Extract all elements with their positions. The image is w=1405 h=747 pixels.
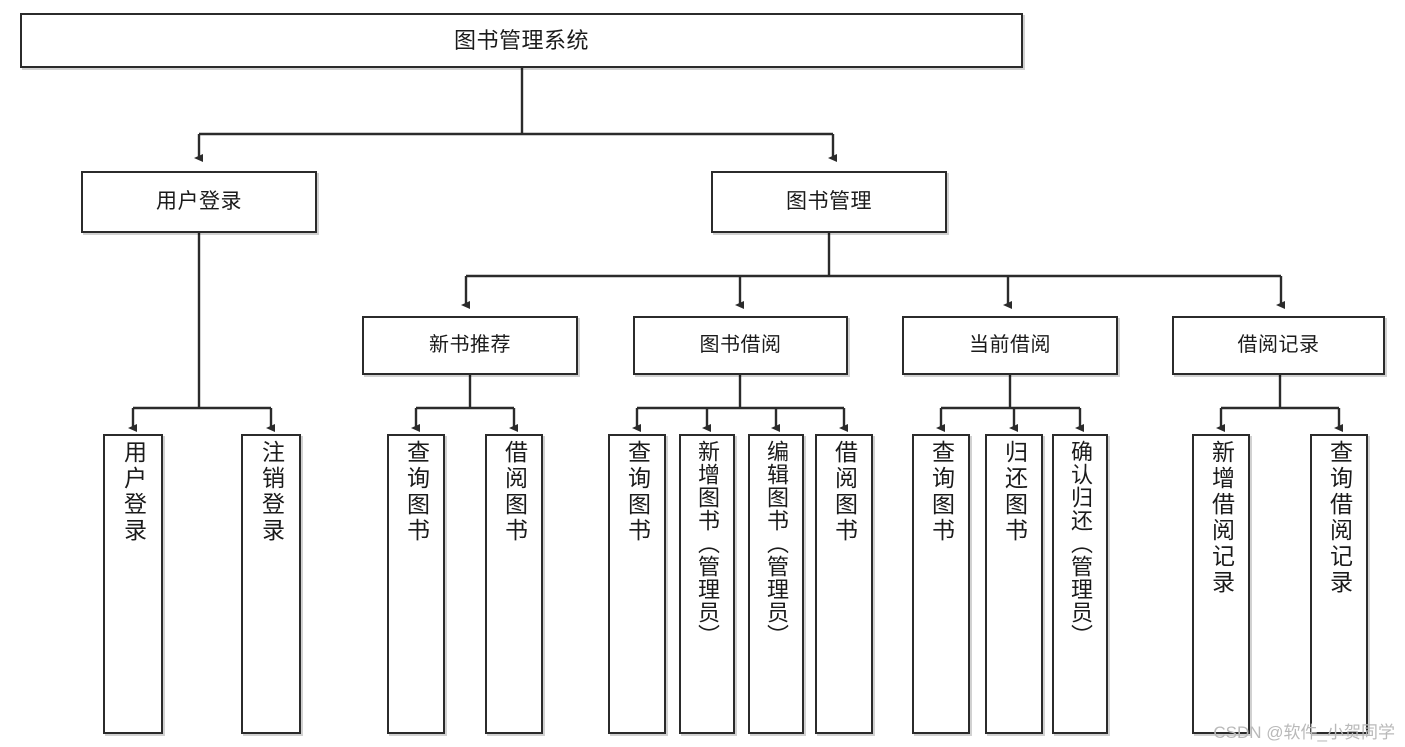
node-new-book-recommend-label: 新书推荐 bbox=[429, 334, 511, 356]
node-book-borrow-label: 图书借阅 bbox=[699, 334, 782, 356]
node-leaf-query-book-3[interactable]: 查询图书 bbox=[912, 434, 970, 734]
node-leaf-add-record[interactable]: 新增借阅记录 bbox=[1192, 434, 1250, 734]
node-borrow-record[interactable]: 借阅记录 bbox=[1172, 316, 1385, 375]
node-borrow-record-label: 借阅记录 bbox=[1237, 334, 1320, 356]
node-leaf-add-book-label: 新增图书（管理员） bbox=[695, 440, 720, 647]
node-leaf-query-record-label: 查询借阅记录 bbox=[1326, 440, 1353, 596]
node-user-login-label: 用户登录 bbox=[156, 189, 242, 213]
node-leaf-confirm-return[interactable]: 确认归还（管理员） bbox=[1052, 434, 1108, 734]
node-user-login[interactable]: 用户登录 bbox=[81, 171, 317, 233]
node-leaf-borrow-book-1-label: 借阅图书 bbox=[501, 440, 528, 544]
node-current-borrow[interactable]: 当前借阅 bbox=[902, 316, 1118, 375]
node-book-borrow[interactable]: 图书借阅 bbox=[633, 316, 848, 375]
watermark-text: CSDN @软件_小贺同学 bbox=[1213, 723, 1395, 742]
node-leaf-add-book[interactable]: 新增图书（管理员） bbox=[679, 434, 735, 734]
node-root[interactable]: 图书管理系统 bbox=[20, 13, 1023, 68]
node-leaf-logout-label: 注销登录 bbox=[258, 440, 285, 544]
node-leaf-edit-book[interactable]: 编辑图书（管理员） bbox=[748, 434, 804, 734]
node-leaf-query-record[interactable]: 查询借阅记录 bbox=[1310, 434, 1368, 734]
node-leaf-borrow-book-2-label: 借阅图书 bbox=[831, 440, 858, 544]
node-leaf-return-book-label: 归还图书 bbox=[1001, 440, 1028, 544]
node-current-borrow-label: 当前借阅 bbox=[969, 334, 1051, 356]
node-leaf-logout[interactable]: 注销登录 bbox=[241, 434, 301, 734]
node-book-management-label: 图书管理 bbox=[786, 189, 872, 213]
node-leaf-borrow-book-1[interactable]: 借阅图书 bbox=[485, 434, 543, 734]
node-new-book-recommend[interactable]: 新书推荐 bbox=[362, 316, 578, 375]
node-leaf-query-book-2[interactable]: 查询图书 bbox=[608, 434, 666, 734]
node-leaf-query-book-2-label: 查询图书 bbox=[624, 440, 651, 544]
node-leaf-user-login[interactable]: 用户登录 bbox=[103, 434, 163, 734]
node-leaf-query-book-1[interactable]: 查询图书 bbox=[387, 434, 445, 734]
node-leaf-user-login-label: 用户登录 bbox=[120, 440, 147, 544]
node-leaf-add-record-label: 新增借阅记录 bbox=[1208, 440, 1235, 596]
node-leaf-borrow-book-2[interactable]: 借阅图书 bbox=[815, 434, 873, 734]
node-book-management[interactable]: 图书管理 bbox=[711, 171, 947, 233]
node-leaf-edit-book-label: 编辑图书（管理员） bbox=[764, 440, 789, 647]
node-leaf-query-book-3-label: 查询图书 bbox=[928, 440, 955, 544]
node-leaf-confirm-return-label: 确认归还（管理员） bbox=[1068, 440, 1093, 647]
node-leaf-query-book-1-label: 查询图书 bbox=[403, 440, 430, 544]
node-leaf-return-book[interactable]: 归还图书 bbox=[985, 434, 1043, 734]
node-root-label: 图书管理系统 bbox=[453, 27, 589, 53]
